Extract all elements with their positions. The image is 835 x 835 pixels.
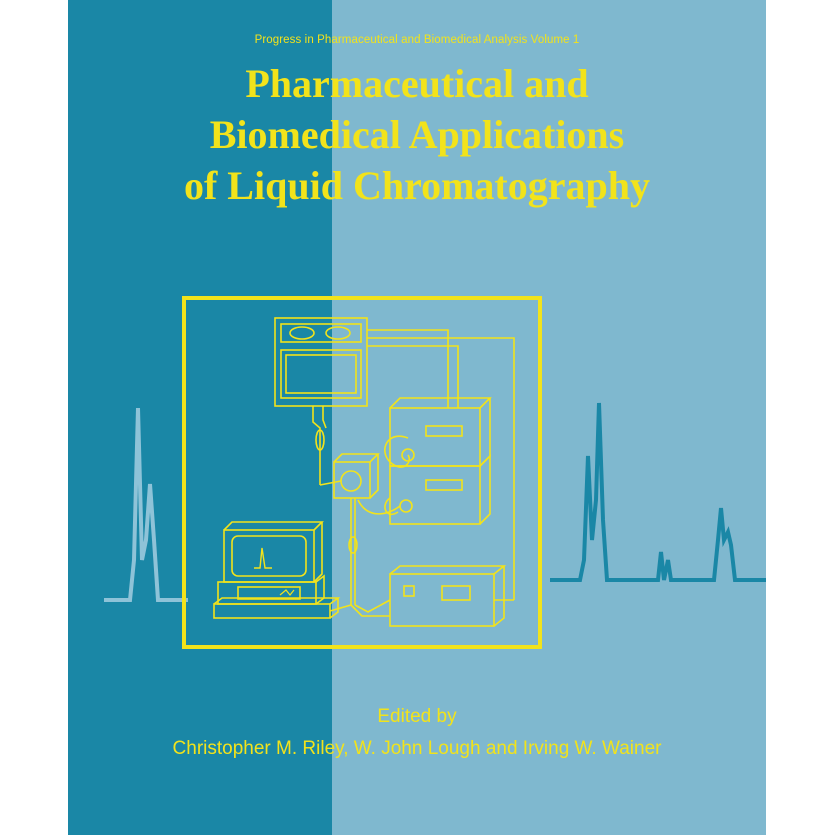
chromatogram-left-icon [104, 407, 188, 602]
book-title-line-1: Pharmaceutical and [245, 61, 589, 106]
instrument-diagram-icon [182, 296, 542, 649]
chromatogram-right-icon [550, 402, 766, 582]
editors-names: Christopher M. Riley, W. John Lough and … [172, 738, 662, 759]
book-title-line-3: of Liquid Chromatography [183, 163, 650, 208]
cover-right-panel [332, 0, 766, 835]
book-cover: Progress in Pharmaceutical and Biomedica… [68, 0, 766, 835]
cover-left-panel [68, 0, 332, 835]
book-title-line-2: Biomedical Applications [209, 112, 625, 157]
series-title: Progress in Pharmaceutical and Biomedica… [254, 34, 580, 46]
cover-artwork [104, 296, 766, 649]
edited-by-label: Edited by [377, 706, 457, 727]
book-title: Pharmaceutical and Biomedical Applicatio… [68, 58, 766, 211]
